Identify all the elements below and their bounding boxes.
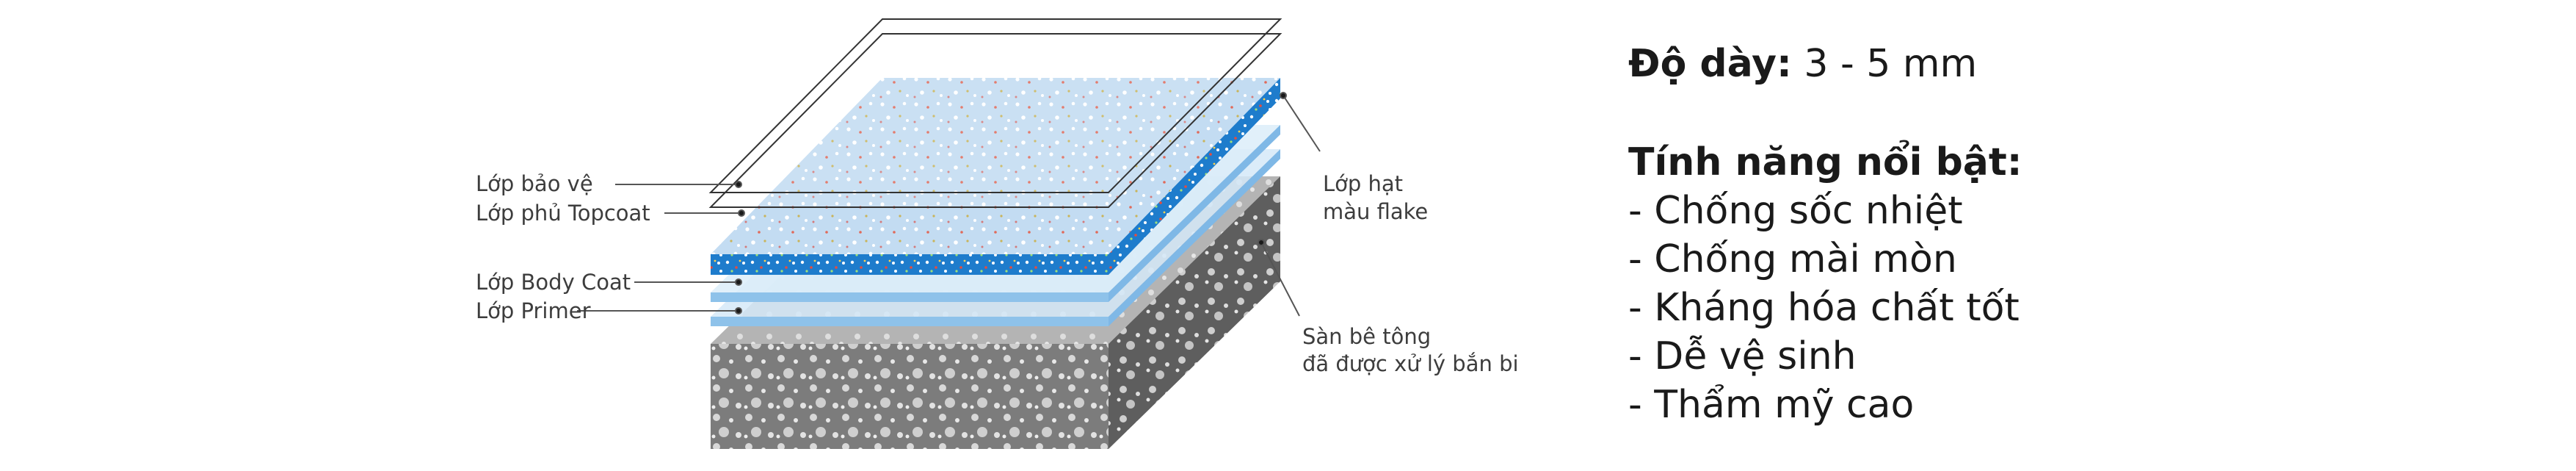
label-topcoat-layer: Lớp phủ Topcoat bbox=[476, 201, 650, 226]
label-flake-line2: màu flake bbox=[1323, 199, 1429, 224]
feature-item: - Kháng hóa chất tốt bbox=[1628, 286, 2020, 330]
feature-item: - Chống sốc nhiệt bbox=[1628, 189, 1963, 233]
features-title-text: Tính năng nổi bật: bbox=[1628, 140, 2022, 184]
flake-side-face bbox=[1109, 78, 1280, 275]
label-primer-layer: Lớp Primer bbox=[476, 298, 591, 323]
label-concrete-line2: đã được xử lý bắn bi bbox=[1302, 351, 1519, 376]
feature-item: - Thẩm mỹ cao bbox=[1628, 383, 1915, 427]
flake-top-face bbox=[711, 78, 1280, 254]
feature-item: - Chống mài mòn bbox=[1628, 237, 1957, 281]
thickness-row: Độ dày: 3 - 5 mm bbox=[1628, 40, 1977, 88]
features-title: Tính năng nổi bật: bbox=[1628, 138, 2022, 187]
concrete-side-face bbox=[1109, 176, 1280, 449]
flake-front-face bbox=[711, 254, 1109, 275]
label-protect-layer: Lớp bảo vệ bbox=[476, 171, 593, 196]
concrete-front-face bbox=[711, 344, 1109, 449]
label-flake-line1: Lớp hạt bbox=[1323, 171, 1404, 196]
thickness-value: 3 - 5 mm bbox=[1804, 42, 1978, 86]
leader-lines bbox=[577, 92, 1321, 317]
feature-item: - Dễ vệ sinh bbox=[1628, 334, 1857, 378]
flake-layer bbox=[711, 78, 1280, 275]
label-concrete-line1: Sàn bê tông bbox=[1302, 324, 1432, 349]
label-bodycoat-layer: Lớp Body Coat bbox=[476, 270, 631, 295]
protect-layer bbox=[708, 18, 1282, 193]
thickness-label: Độ dày: bbox=[1628, 42, 1792, 86]
